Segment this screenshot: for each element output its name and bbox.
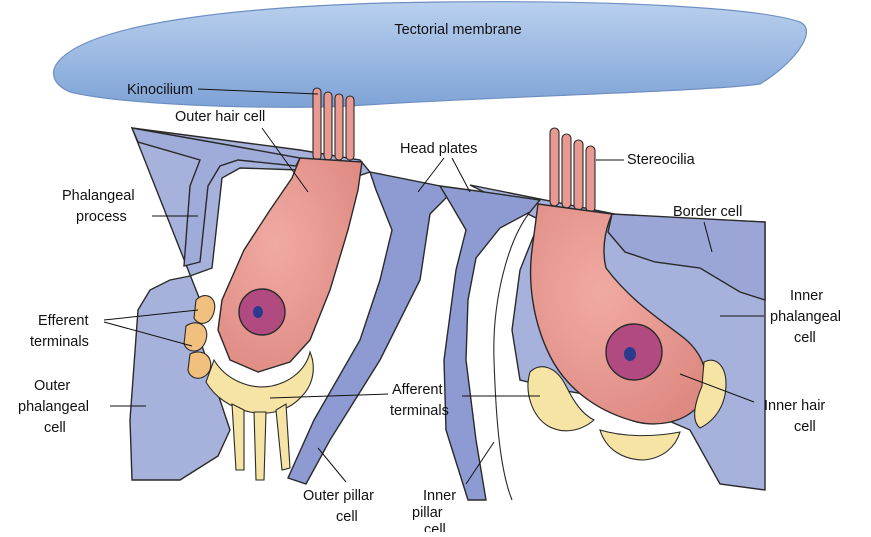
stereocilium bbox=[346, 96, 354, 160]
outer-pillar-cell-label-line: cell bbox=[336, 509, 358, 525]
inner-hair-cell-label-line: Inner hair bbox=[764, 398, 825, 414]
inner-hair-cell-label-line: cell bbox=[794, 419, 816, 435]
outer-hair-cell bbox=[218, 88, 362, 372]
head-plates-label: Head plates bbox=[400, 141, 477, 157]
tectorial-membrane-label: Tectorial membrane bbox=[394, 22, 521, 38]
afferent-terminal bbox=[600, 430, 680, 460]
efferent-terminal bbox=[194, 296, 215, 324]
stereocilium bbox=[562, 134, 571, 208]
afferent-terminals-label: Afferent terminals bbox=[390, 382, 449, 419]
outer-phalangeal-cell-label: Outer phalangeal cell bbox=[18, 378, 93, 436]
inner-hair-cell-label: Inner hair cell bbox=[764, 398, 829, 435]
inner-pillar-cell-label: Inner pillar cell bbox=[412, 488, 460, 532]
inner-pillar-cell-label-line: pillar bbox=[412, 505, 443, 521]
outer-hair-cell-label: Outer hair cell bbox=[175, 109, 265, 125]
stereocilia-label: Stereocilia bbox=[627, 152, 696, 168]
label-outer-phalangeal-cell: Outer phalangeal cell bbox=[18, 378, 146, 436]
afferent-terminals-label-line: terminals bbox=[390, 403, 449, 419]
inner-phalangeal-cell-label-line: cell bbox=[794, 330, 816, 346]
efferent-terminals-label-line: Efferent bbox=[38, 313, 89, 329]
outer-phalangeal-cell-label-line: cell bbox=[44, 420, 66, 436]
inner-phalangeal-cell-label-line: Inner bbox=[790, 288, 823, 304]
phalangeal-process-label-line: process bbox=[76, 209, 127, 225]
outer-pillar-cell-label-line: Outer pillar bbox=[303, 488, 374, 504]
inner-pillar-cell-label-line: Inner bbox=[423, 488, 456, 504]
afferent-fibers bbox=[232, 404, 290, 480]
outer-hair-cell-nucleolus bbox=[253, 306, 263, 318]
outer-phalangeal-cell-label-line: phalangeal bbox=[18, 399, 89, 415]
label-stereocilia: Stereocilia bbox=[596, 152, 696, 168]
inner-pillar-cell-label-line: cell bbox=[424, 522, 446, 532]
label-afferent-terminals: Afferent terminals bbox=[270, 382, 540, 419]
efferent-terminal bbox=[184, 323, 207, 351]
stereocilia-bundle bbox=[550, 128, 595, 212]
afferent-terminals-label-line: Afferent bbox=[392, 382, 443, 398]
efferent-terminal bbox=[188, 352, 211, 378]
stereocilium bbox=[586, 146, 595, 212]
efferent-terminals-label: Efferent terminals bbox=[30, 313, 93, 350]
stereocilium bbox=[324, 92, 332, 160]
kinocilium bbox=[313, 88, 321, 160]
inner-hair-cell-nucleolus bbox=[624, 347, 636, 361]
kinocilium-label: Kinocilium bbox=[127, 82, 193, 98]
outer-phalangeal-cell-label-line: Outer bbox=[34, 378, 70, 394]
inner-phalangeal-cell-label-line: phalangeal bbox=[770, 309, 841, 325]
stereocilium bbox=[574, 140, 583, 210]
border-cell-label: Border cell bbox=[673, 204, 742, 220]
stereocilium bbox=[550, 128, 559, 206]
phalangeal-process-label-line: Phalangeal bbox=[62, 188, 135, 204]
outer-pillar-cell-label: Outer pillar cell bbox=[303, 488, 378, 525]
efferent-terminals-label-line: terminals bbox=[30, 334, 89, 350]
stereocilium bbox=[335, 94, 343, 160]
inner-phalangeal-cell-label: Inner phalangeal cell bbox=[770, 288, 845, 346]
phalangeal-process-label: Phalangeal process bbox=[62, 188, 139, 225]
outer-hair-cell-body bbox=[218, 158, 362, 372]
